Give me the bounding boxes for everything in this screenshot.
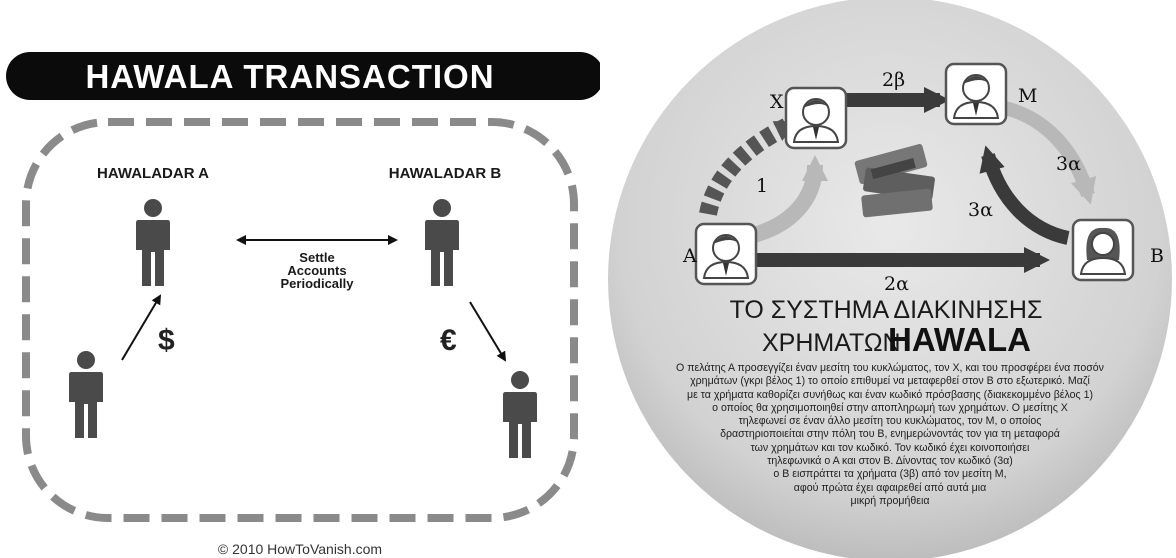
edge-1-label: 1 [756,175,768,197]
title-line-2-bold: HAWALA [888,321,1031,358]
hawaladar-b-label: HAWALADAR B [389,165,502,182]
hawaladar-b-person-icon [425,199,459,286]
edge-2b-label: 2β [882,69,905,91]
hawaladar-a-person-icon [136,199,170,286]
paragraph-line: με τα χρήματα καθορίζει συνήθως και έναν… [686,388,1094,401]
hawaladar-a-label: HAWALADAR A [97,165,209,182]
hawala-greek-panel: A X M B 1 2β 3α 3α 2α ΤΟ ΣΥΣΤΗΜΑ ΔΙΑΚΙΝΗ… [600,0,1176,558]
settle-text-line-1: Settle [299,250,334,265]
edge-1-gray-arrow [747,155,828,244]
title-text: HAWALA TRANSACTION [85,58,494,95]
paragraph-line: τηλεφωνικά ο Α και στον Β. Δίνοντας τον … [767,455,1013,468]
paragraph-line: αφού πρώτα έχει αφαιρεθεί από αυτά μια [793,481,987,494]
dashed-border [22,118,578,522]
paragraph-line: δραστηριοποιείται στην πόλη του Β, ενημε… [720,428,1060,441]
person-m-icon [944,62,1008,126]
euro-symbol: € [440,324,457,357]
money-stack-icon [854,144,935,218]
settle-text-line-2: Accounts [287,263,346,278]
paragraph-line: των χρημάτων και τον κωδικό. Τον κωδικό … [750,441,1030,454]
paragraph-line: μικρή προμήθεια [850,494,930,507]
title-banner: HAWALA TRANSACTION [6,52,600,100]
paragraph-line: ο Β εισπράττει τα χρήματα (3β) από τον μ… [773,468,1007,481]
hawala-greek-diagram: A X M B 1 2β 3α 3α 2α ΤΟ ΣΥΣΤΗΜΑ ΔΙΑΚΙΝΗ… [608,0,1172,558]
hawala-transaction-panel: HAWALA TRANSACTION HAWALADAR A HAWALADAR… [6,52,600,557]
copyright-text: © 2010 HowToVanish.com [218,541,382,557]
receiver-person-icon [503,371,537,458]
sender-to-a-arrow [121,294,162,361]
paragraph-line: χρημάτων (γκρι βέλος 1) το οποίο επιθυμε… [690,375,1090,388]
person-x-icon [784,86,848,150]
node-m-label: M [1018,85,1037,107]
paragraph-line: ο οποίος θα χρησιμοποιηθεί στην αποπληρω… [712,401,1068,414]
person-b-icon [1071,218,1135,282]
edge-3a-left-arrow [979,145,1070,245]
title-line-2-prefix: ΧΡΗΜΑΤΩΝ [762,329,901,357]
hawala-transaction-diagram: HAWALA TRANSACTION HAWALADAR A HAWALADAR… [6,52,600,557]
sender-person-icon [69,351,103,438]
edge-3a-right-arrow [1003,101,1097,205]
paragraph-line: τηλεφωνεί σε έναν άλλο μεσίτη του κυκλώμ… [738,415,1042,428]
dollar-symbol: $ [158,324,175,357]
paragraph-line: Ο πελάτης Α προσεγγίζει έναν μεσίτη του … [676,362,1104,374]
edge-2a-label: 2α [884,273,909,295]
edge-3a-left-label: 3α [968,199,993,221]
description-paragraph: Ο πελάτης Α προσεγγίζει έναν μεσίτη του … [624,362,1156,508]
b-to-receiver-arrow [469,301,507,362]
edge-3a-right-label: 3α [1056,153,1081,175]
person-a-icon [694,222,758,286]
node-x-label: X [770,91,784,113]
title-line-1: ΤΟ ΣΥΣΤΗΜΑ ΔΙΑΚΙΝΗΣΗΣ [730,296,1043,324]
node-b-label: B [1150,245,1164,267]
settle-text-line-3: Periodically [281,276,355,291]
node-a-label: A [682,245,697,267]
